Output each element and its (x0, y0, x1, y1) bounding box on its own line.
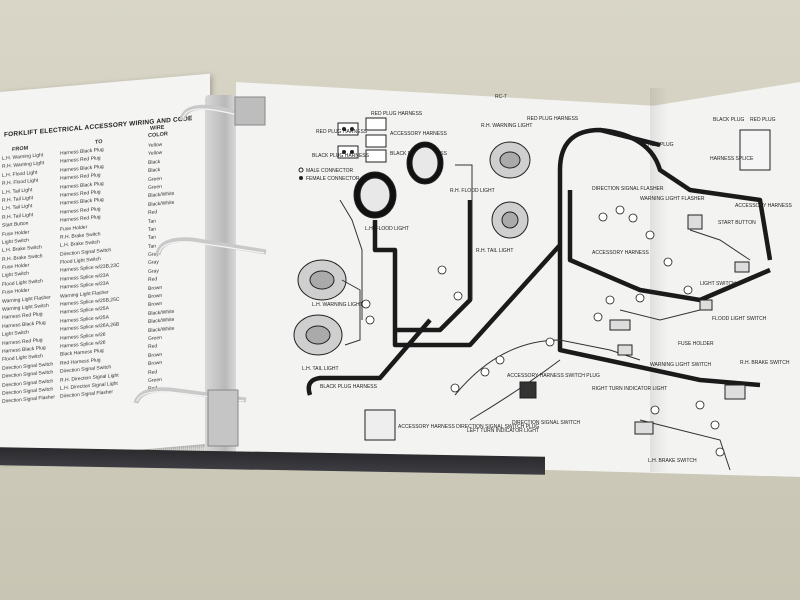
label-warning-light-switch: WARNING LIGHT SWITCH (650, 362, 712, 368)
label-start-button: START BUTTON (718, 220, 756, 226)
label-red-plug-harness: RED PLUG HARNESS (316, 129, 368, 135)
female-connector-icon (299, 176, 303, 180)
connector-legend (298, 117, 387, 180)
label-rh-brake-switch: R.H. BRAKE SWITCH (740, 360, 790, 366)
label-lh-warning-light: L.H. WARNING LIGHT (312, 302, 363, 308)
lamps (293, 141, 531, 356)
label-rh-warning-light: R.H. WARNING LIGHT (481, 123, 532, 129)
label-red-plug-harness-top: RED PLUG HARNESS (527, 116, 579, 122)
ds-switch-plug-icon (364, 409, 396, 441)
start-button-icon (687, 214, 703, 230)
label-lh-tail-light: L.H. TAIL LIGHT (302, 366, 339, 372)
label-left-turn-indicator-light: LEFT TURN INDICATOR LIGHT (467, 428, 539, 434)
label-harness-splice: HARNESS SPLICE (710, 156, 754, 162)
label-flood-light-switch: FLOOD LIGHT SWITCH (712, 316, 767, 322)
label-warning-light-flasher: WARNING LIGHT FLASHER (640, 196, 705, 202)
male-connector-icon (298, 167, 304, 173)
label-black-plug-harness: BLACK PLUG HARNESS (312, 153, 370, 159)
harness-wires (339, 164, 751, 471)
label-red-plug-2: RED PLUG (750, 117, 776, 123)
label-red-plug: RED PLUG (648, 142, 674, 148)
label-lh-flood-light: L.H. FLOOD LIGHT (365, 226, 409, 232)
label-accessory-harness: ACCESSORY HARNESS (390, 131, 447, 137)
label-black-plug: BLACK PLUG (713, 117, 745, 123)
label-female-connector: FEMALE CONNECTOR (306, 176, 360, 182)
binder-ring-highlights (136, 108, 265, 402)
harness-cables (306, 127, 773, 396)
rh-brake-switch-icon (724, 384, 746, 400)
label-red-plug-harness-2: RED PLUG HARNESS (371, 111, 423, 117)
label-rh-tail-light: R.H. TAIL LIGHT (476, 248, 513, 254)
page-number: RC-7 (495, 94, 507, 100)
label-right-turn-indicator-light: RIGHT TURN INDICATOR LIGHT (592, 386, 667, 392)
ring-mechanism-bottom (207, 389, 239, 447)
fuse-holder-icon (609, 319, 631, 331)
wire-number-markers (361, 205, 725, 457)
label-accessory-harness-switch-plug: ACCESSORY HARNESS SWITCH PLUG (507, 373, 600, 379)
label-light-switch: LIGHT SWITCH (700, 281, 736, 287)
plug-splice-icon (739, 129, 771, 171)
components (364, 129, 771, 441)
warning-light-switch-icon (617, 344, 633, 356)
ring-mechanism-top (234, 96, 266, 126)
label-direction-signal-flasher: DIRECTION SIGNAL FLASHER (592, 186, 664, 192)
label-accessory-harness-3: ACCESSORY HARNESS (735, 203, 792, 209)
label-fuse-holder: FUSE HOLDER (678, 341, 714, 347)
binder-rings (133, 104, 267, 404)
label-accessory-harness-2: ACCESSORY HARNESS (592, 250, 649, 256)
label-black-plug-harness-3: BLACK PLUG HARNESS (320, 384, 378, 390)
flood-light-switch-icon (699, 299, 713, 311)
lh-brake-switch-icon (634, 421, 654, 435)
label-male-connector: MALE CONNECTOR (306, 168, 354, 174)
page-fold (650, 88, 668, 472)
label-lh-brake-switch: L.H. BRAKE SWITCH (648, 458, 697, 464)
light-switch-icon (734, 261, 750, 273)
label-direction-signal-switch: DIRECTION SIGNAL SWITCH (512, 420, 581, 426)
label-accessory-harness-ds-plug: ACCESSORY HARNESS DIRECTION SIGNAL SWITC… (398, 424, 539, 430)
direction-signal-switch-icon (519, 381, 537, 399)
